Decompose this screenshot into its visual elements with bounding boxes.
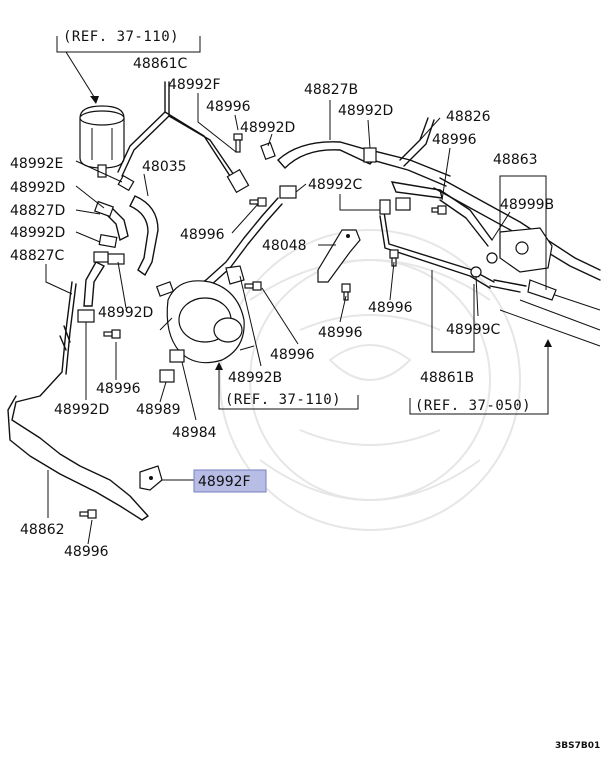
diagram-code: 3BS7B01: [555, 741, 600, 751]
pipe-48861C: [117, 81, 170, 177]
pipe-48862: [7, 281, 149, 521]
ref-top-label: (REF. 37-110): [63, 29, 179, 45]
clamp-48992F: [139, 465, 163, 491]
label-48989: 48989: [136, 402, 181, 418]
ref-top-callout: (REF. 37-110): [56, 29, 201, 104]
label-48984: 48984: [172, 425, 217, 441]
label-48992D-b: 48992D: [338, 103, 393, 119]
part-labels: 48861C 48992F 48996 48992D 48827B 48992D…: [10, 56, 554, 560]
highlighted-part-callout[interactable]: 48992F: [193, 469, 267, 493]
label-48992C: 48992C: [308, 177, 363, 193]
label-48862: 48862: [20, 522, 65, 538]
label-48999B: 48999B: [500, 197, 554, 213]
bracket-48048: [317, 229, 361, 283]
hose-clamps: [77, 141, 498, 383]
label-48996-a: 48996: [206, 99, 251, 115]
label-48861B: 48861B: [420, 370, 474, 386]
label-48863: 48863: [493, 152, 538, 168]
pipe-48861B: [379, 211, 495, 289]
leader-lines: [45, 93, 547, 545]
label-48996-c: 48996: [180, 227, 225, 243]
label-48992D-c: 48992D: [10, 180, 65, 196]
label-48992D-f: 48992D: [54, 402, 109, 418]
label-48827D: 48827D: [10, 203, 65, 219]
bracket-48992B: [225, 265, 245, 285]
label-48992E: 48992E: [10, 156, 63, 172]
label-48992D-a: 48992D: [240, 120, 295, 136]
label-48992F-top: 48992F: [168, 77, 221, 93]
label-48035: 48035: [142, 159, 187, 175]
label-48992D-d: 48992D: [10, 225, 65, 241]
label-48861C: 48861C: [133, 56, 188, 72]
label-48996-g: 48996: [96, 381, 141, 397]
label-48827B: 48827B: [304, 82, 358, 98]
label-48826: 48826: [446, 109, 491, 125]
watermark-emblem: [219, 229, 521, 531]
hose-48035: [129, 195, 159, 277]
label-48992D-e: 48992D: [98, 305, 153, 321]
ref-rack-label: (REF. 37-050): [415, 398, 531, 414]
power-steering-pump: [159, 280, 255, 364]
label-48996-d: 48996: [368, 300, 413, 316]
label-48999C: 48999C: [446, 322, 501, 338]
ref-pump-label: (REF. 37-110): [225, 392, 341, 408]
label-48048: 48048: [262, 238, 307, 254]
ref-rack-callout: (REF. 37-050): [409, 339, 552, 415]
ref-pump-callout: (REF. 37-110): [215, 362, 359, 410]
label-48992B: 48992B: [228, 370, 282, 386]
label-48996-b: 48996: [432, 132, 477, 148]
label-48996-h: 48996: [64, 544, 109, 560]
label-48827C: 48827C: [10, 248, 65, 264]
steering-rack: [433, 177, 601, 347]
pipe-48861C-route: [164, 111, 237, 179]
hose-48827C: [83, 261, 106, 307]
label-48996-f: 48996: [270, 347, 315, 363]
hose-48827B: [277, 141, 376, 170]
label-48996-e: 48996: [318, 325, 363, 341]
highlight-box[interactable]: [193, 469, 267, 493]
label-48992F-highlight[interactable]: 48992F: [198, 474, 251, 490]
